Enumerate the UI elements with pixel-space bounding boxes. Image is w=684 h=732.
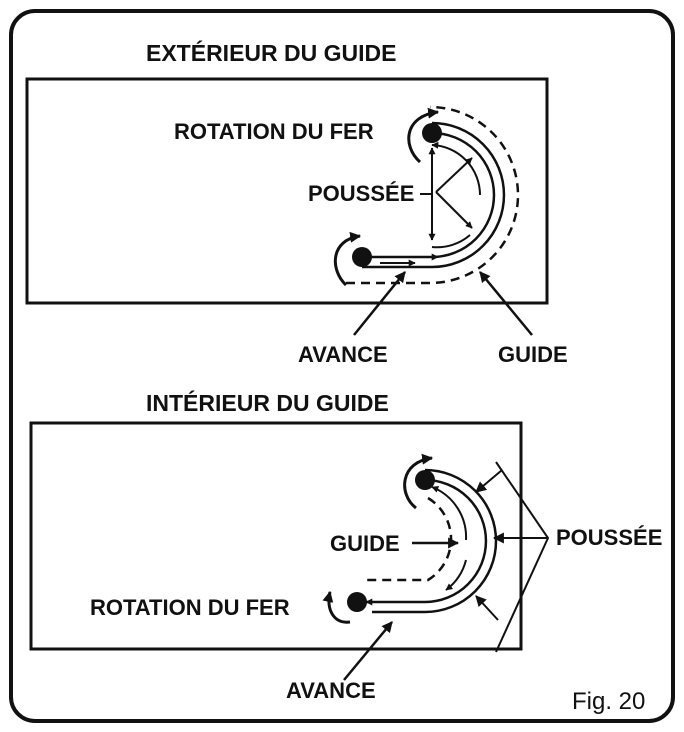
top-guide-leader	[479, 271, 533, 336]
bottom-router-path	[357, 478, 488, 604]
bottom-rotation-label: ROTATION DU FER	[90, 595, 290, 620]
top-push-label: POUSSÉE	[308, 181, 415, 206]
bottom-push-label: POUSSÉE	[556, 525, 663, 550]
figure-caption: Fig. 20	[572, 688, 646, 715]
bottom-push-arrow-top	[475, 469, 503, 493]
top-title: EXTÉRIEUR DU GUIDE	[146, 40, 397, 66]
bottom-feed-track	[431, 486, 468, 541]
top-bit-lower	[352, 247, 372, 267]
bottom-feed-label: AVANCE	[286, 678, 376, 703]
bottom-rotation-arrow-upper	[403, 453, 434, 510]
bottom-rotation-arrow-lower	[322, 590, 351, 624]
top-feed-leader	[353, 271, 406, 336]
bottom-feed-track-2	[445, 559, 467, 591]
top-workpiece	[25, 77, 549, 305]
bottom-title: INTÉRIEUR DU GUIDE	[146, 390, 389, 416]
bottom-diagram	[29, 421, 550, 681]
top-router-path-outer	[362, 121, 506, 269]
bottom-router-path-outer	[372, 468, 498, 614]
top-rotation-arrow-lower	[333, 231, 362, 287]
top-diagram	[25, 77, 549, 336]
bottom-feed-leader	[343, 621, 393, 681]
top-push-diag-down	[435, 191, 473, 229]
top-feed-track-2	[431, 234, 471, 249]
top-guide-line	[346, 105, 520, 285]
bottom-guide-label: GUIDE	[330, 531, 400, 556]
top-push-diag-up	[435, 157, 473, 193]
top-rotation-label: ROTATION DU FER	[174, 119, 374, 144]
top-feed-label: AVANCE	[298, 342, 388, 367]
top-feed-track	[431, 141, 482, 196]
top-router-path	[362, 131, 496, 259]
bottom-bit-upper	[415, 470, 435, 490]
top-bit-upper	[422, 123, 442, 143]
bottom-bit-lower	[347, 592, 367, 612]
figure-frame	[9, 9, 675, 723]
top-guide-label: GUIDE	[498, 342, 568, 367]
bottom-workpiece	[29, 421, 523, 651]
bottom-push-arrow-bottom	[475, 595, 499, 621]
top-rotation-arrow-upper	[407, 107, 440, 164]
